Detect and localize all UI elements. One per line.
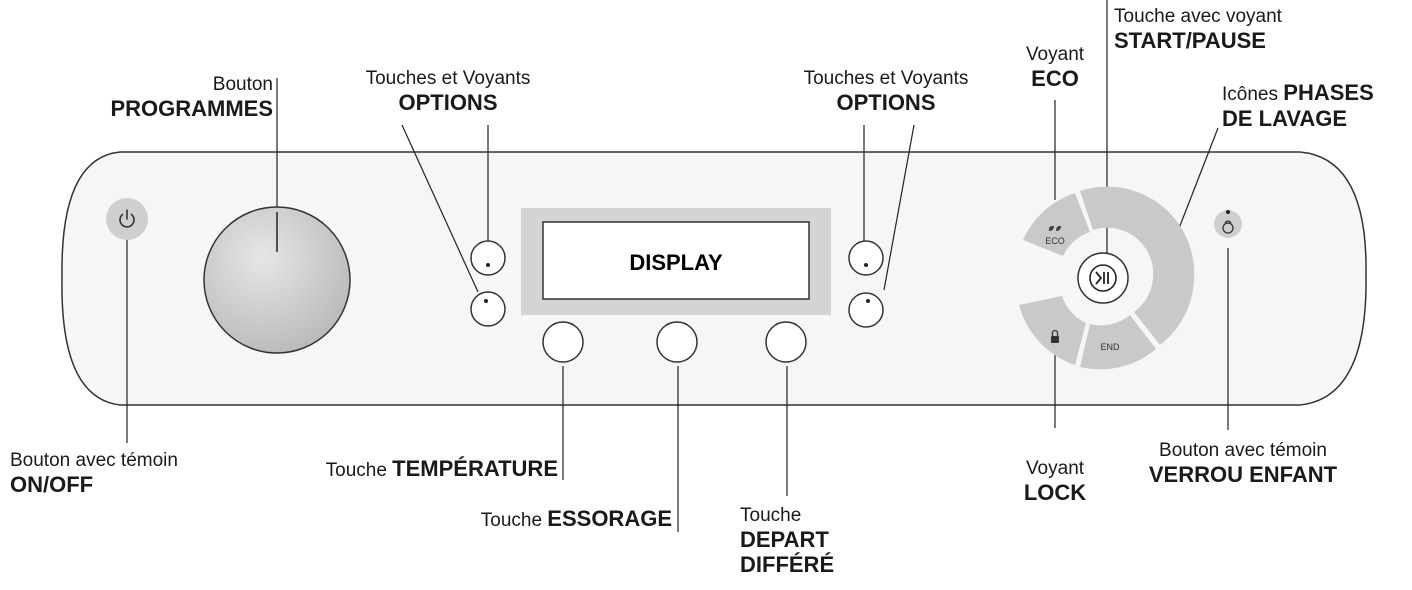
label-essorage-title: ESSORAGE: [547, 506, 672, 531]
label-programmes-title: PROGRAMMES: [110, 95, 273, 121]
option-button-right-top[interactable]: [848, 240, 884, 276]
start-pause-button[interactable]: [1077, 252, 1129, 304]
eco-ring-label: ECO: [1045, 236, 1065, 246]
phases-ring: [1019, 186, 1195, 370]
label-phases-title-2: DE LAVAGE: [1222, 105, 1348, 131]
label-verrou-enfant: Bouton avec témoin VERROU ENFANT: [1118, 440, 1368, 487]
essorage-button[interactable]: [656, 321, 698, 363]
label-eco-caption: Voyant: [1025, 44, 1085, 65]
label-temperature-title: TEMPÉRATURE: [392, 456, 558, 481]
label-phases-title-1: PHASES: [1283, 80, 1374, 105]
label-options-left: Touches et Voyants OPTIONS: [330, 68, 566, 115]
label-phases: Icônes PHASES DE LAVAGE: [1222, 80, 1374, 131]
label-essorage: Touche ESSORAGE: [380, 506, 672, 532]
label-depart-title-1: DEPART: [740, 526, 829, 552]
label-options-left-title: OPTIONS: [398, 89, 498, 115]
label-verrou-title: VERROU ENFANT: [1148, 461, 1338, 487]
label-start-pause-caption: Touche avec voyant: [1114, 6, 1282, 27]
label-options-right-caption: Touches et Voyants: [803, 68, 969, 89]
child-lock-icon: [1222, 220, 1234, 234]
eco-leaf-icon: [1048, 225, 1061, 231]
option-led-right-top: [864, 263, 868, 267]
label-lock: Voyant LOCK: [1000, 458, 1110, 505]
programmes-knob[interactable]: [203, 206, 351, 354]
label-temperature: Touche TEMPÉRATURE: [230, 456, 558, 482]
lock-icon: [1051, 329, 1059, 343]
child-lock-led: [1226, 210, 1230, 214]
ring-segment-phases: [1080, 186, 1195, 345]
label-onoff-title: ON/OFF: [10, 471, 94, 497]
start-pause-inner-ring: [1089, 264, 1117, 292]
label-start-pause-title: START/PAUSE: [1114, 27, 1266, 53]
end-ring-label: END: [1100, 342, 1120, 352]
ring-segment-lock: [1019, 296, 1086, 365]
label-phases-caption: Icônes: [1222, 84, 1284, 105]
label-programmes: Bouton PROGRAMMES: [70, 74, 273, 121]
child-lock-button[interactable]: [1214, 210, 1242, 238]
label-eco-title: ECO: [1031, 65, 1079, 91]
label-depart-differe: Touche DEPART DIFFÉRÉ: [740, 505, 834, 577]
play-pause-icon: [1095, 271, 1109, 285]
option-led-right-bottom: [866, 299, 870, 303]
label-verrou-caption: Bouton avec témoin: [1159, 440, 1327, 461]
option-button-left-top[interactable]: [470, 240, 506, 276]
depart-differe-button[interactable]: [765, 321, 807, 363]
temperature-button[interactable]: [542, 321, 584, 363]
ring-segment-eco: [1023, 193, 1090, 256]
label-lock-title: LOCK: [1023, 479, 1087, 505]
option-button-right-bottom[interactable]: [848, 292, 884, 328]
label-onoff: Bouton avec témoin ON/OFF: [10, 450, 178, 497]
display-label: DISPLAY: [629, 250, 723, 275]
option-button-left-bottom[interactable]: [470, 291, 506, 327]
option-led-left-top: [486, 263, 490, 267]
label-essorage-caption: Touche: [480, 510, 548, 531]
label-options-right: Touches et Voyants OPTIONS: [768, 68, 1004, 115]
label-depart-caption: Touche: [740, 505, 802, 526]
label-options-right-title: OPTIONS: [836, 89, 936, 115]
power-icon: [119, 209, 135, 228]
label-lock-caption: Voyant: [1025, 458, 1085, 479]
label-temperature-caption: Touche: [325, 460, 393, 481]
label-eco: Voyant ECO: [1000, 44, 1110, 91]
label-onoff-caption: Bouton avec témoin: [10, 450, 178, 471]
label-options-left-caption: Touches et Voyants: [365, 68, 531, 89]
display-screen: [542, 221, 810, 300]
label-programmes-caption: Bouton: [212, 74, 273, 95]
ring-segment-end: [1080, 315, 1156, 370]
label-depart-title-2: DIFFÉRÉ: [740, 552, 835, 578]
label-start-pause: Touche avec voyant START/PAUSE: [1114, 6, 1282, 53]
option-led-left-bottom: [484, 299, 488, 303]
